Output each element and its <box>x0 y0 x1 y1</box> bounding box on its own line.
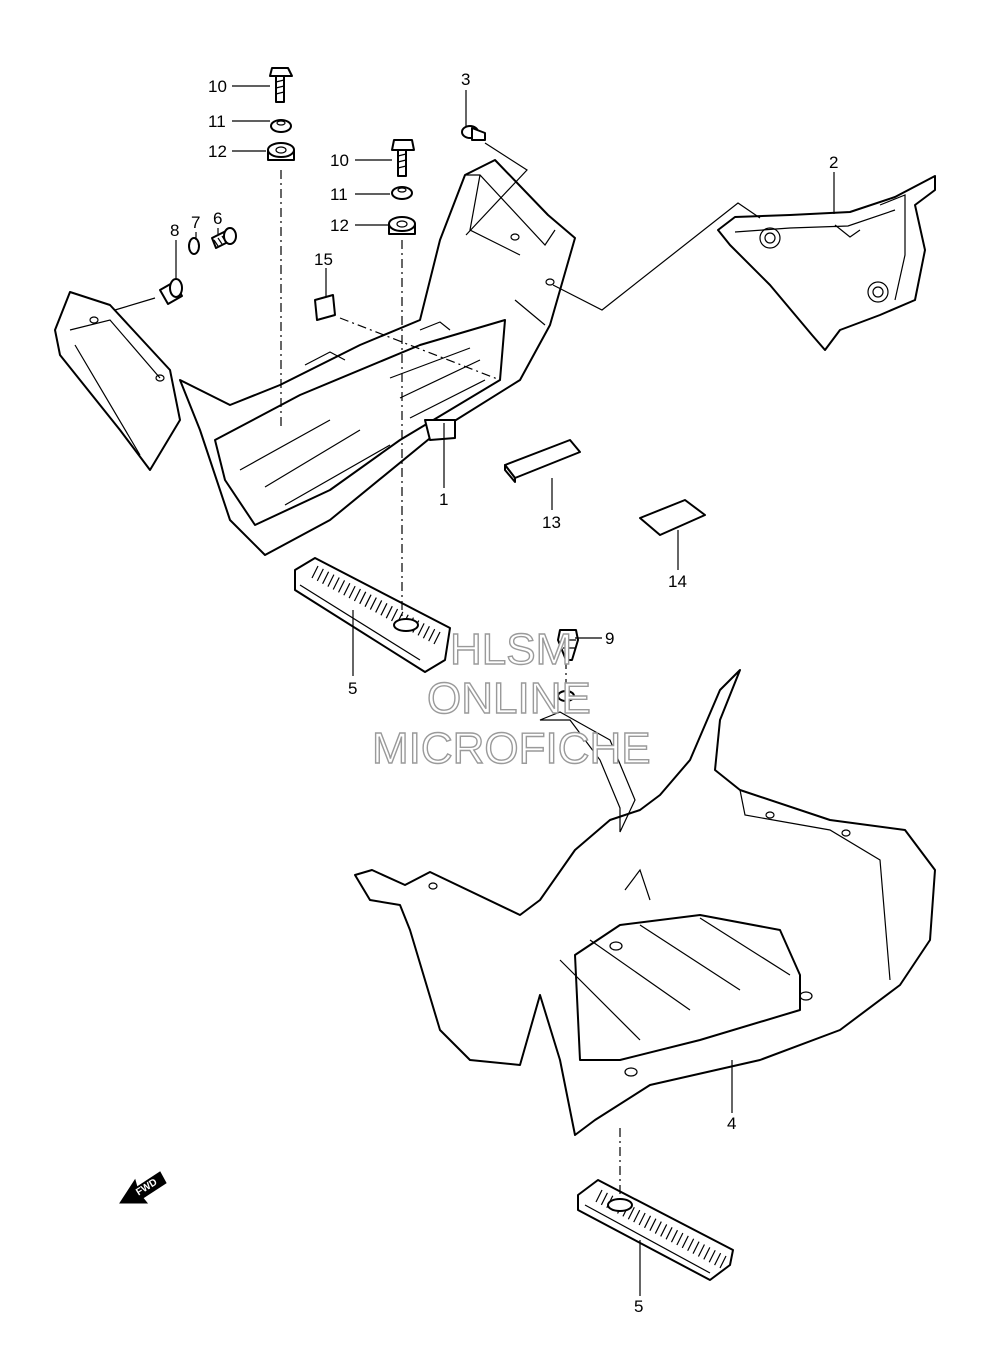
callout-9: 9 <box>605 629 614 648</box>
part-10-bolt-b[interactable] <box>391 139 415 177</box>
callout-14: 14 <box>668 572 687 591</box>
callout-3: 3 <box>461 70 470 89</box>
callout-5-upper: 5 <box>348 679 357 698</box>
part-11-washer-a[interactable] <box>270 119 292 133</box>
part-12-cushion-b[interactable] <box>388 216 416 235</box>
callout-12-lower: 12 <box>330 216 349 235</box>
part-3-clip[interactable] <box>461 125 486 141</box>
part-6-screw[interactable] <box>211 227 237 249</box>
watermark-line-1: HLSM <box>450 625 572 674</box>
callout-1: 1 <box>439 490 448 509</box>
callout-12-upper: 12 <box>208 142 227 161</box>
callout-10-upper: 10 <box>208 77 227 96</box>
callout-8: 8 <box>170 221 179 240</box>
callout-10-lower: 10 <box>330 151 349 170</box>
forward-arrow-icon: FWD <box>119 1171 167 1204</box>
watermark: HLSM ONLINE MICROFICHE <box>371 624 651 773</box>
callout-7: 7 <box>191 213 200 232</box>
part-10-bolt-a[interactable] <box>269 67 293 103</box>
callout-2: 2 <box>829 153 838 172</box>
part-14-pad[interactable] <box>639 499 706 536</box>
part-15-pad[interactable] <box>314 294 336 321</box>
part-12-cushion-a[interactable] <box>267 142 295 161</box>
part-8-collar[interactable] <box>159 278 183 305</box>
part-13-pad[interactable] <box>504 439 581 483</box>
part-5-step-pad-lower[interactable] <box>577 1179 734 1281</box>
part-11-washer-b[interactable] <box>391 186 413 200</box>
callout-5-lower: 5 <box>634 1297 643 1316</box>
part-1-footrest-right[interactable] <box>54 159 576 556</box>
callout-6: 6 <box>213 209 222 228</box>
watermark-line-2: ONLINE <box>427 674 591 723</box>
leader-lines <box>114 85 835 1296</box>
callout-11-lower: 11 <box>330 185 348 204</box>
part-9-clip[interactable] <box>557 629 579 702</box>
watermark-line-3: MICROFICHE <box>372 724 651 773</box>
part-5-step-pad-upper[interactable] <box>294 557 451 673</box>
part-2-side-cover[interactable] <box>717 175 936 351</box>
callout-13: 13 <box>542 513 561 532</box>
part-4-footrest-left[interactable] <box>354 669 936 1136</box>
part-7-washer[interactable] <box>188 237 200 255</box>
callout-labels: 10 11 12 10 11 12 8 7 6 3 2 15 1 13 14 5… <box>170 70 838 1316</box>
callout-15: 15 <box>314 250 333 269</box>
callout-4: 4 <box>727 1114 736 1133</box>
callout-11-upper: 11 <box>208 112 226 131</box>
